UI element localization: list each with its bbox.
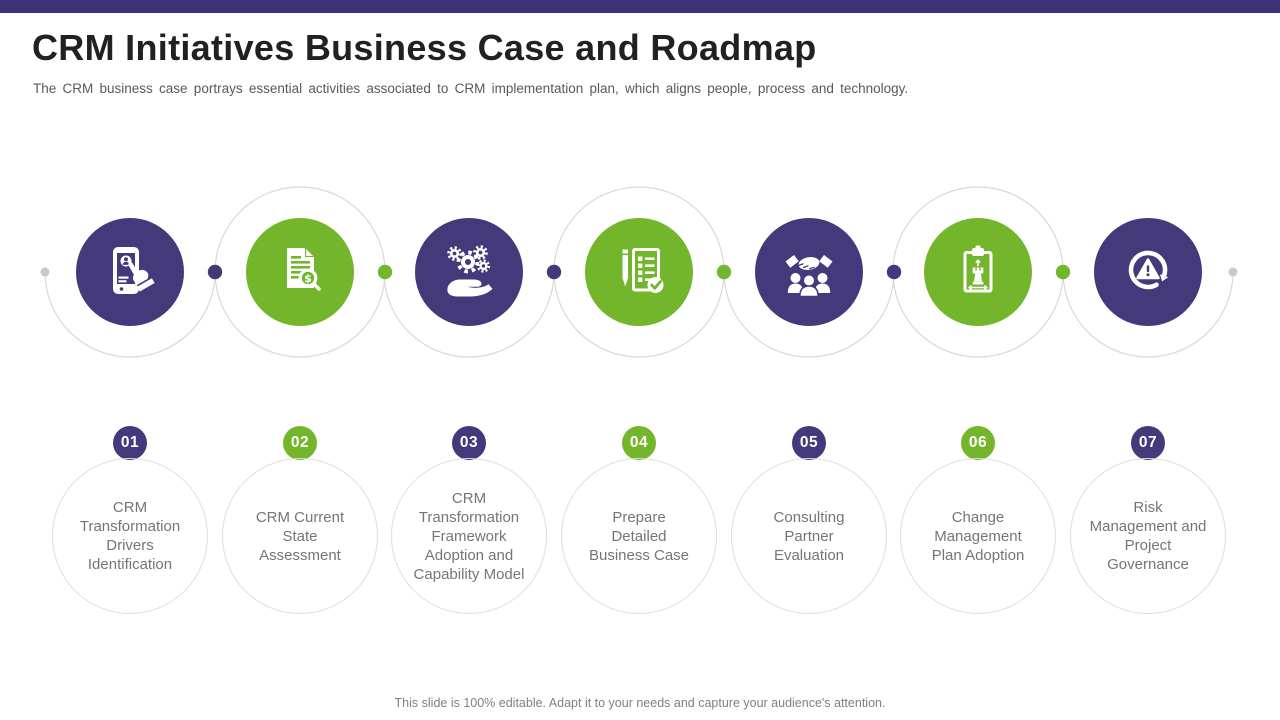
connector-dots — [40, 264, 1238, 280]
svg-text:$: $ — [304, 272, 312, 285]
step-label: Prepare Detailed Business Case — [588, 508, 690, 564]
step-number-badge-5: 05 — [792, 426, 826, 460]
handshake-team-icon — [785, 255, 833, 298]
mid-dot — [546, 264, 562, 280]
slide-footer-note: This slide is 100% editable. Adapt it to… — [394, 696, 886, 710]
step-number-badge-6: 06 — [961, 426, 995, 460]
step-icon-circles — [76, 218, 1202, 326]
risk-cycle-icon — [1128, 250, 1169, 290]
end-dot-left — [40, 267, 50, 277]
slide-subtitle: The CRM business case portrays essential… — [33, 81, 909, 96]
strategy-clipboard-icon — [963, 245, 993, 293]
step-label: Consulting Partner Evaluation — [773, 508, 845, 564]
step-label: Risk Management and Project Governance — [1089, 499, 1207, 573]
step-label: Change Management Plan Adoption — [931, 508, 1025, 564]
gears-hand-icon — [447, 245, 493, 297]
step-label-circle-7: Risk Management and Project Governance — [1070, 458, 1226, 614]
step-label-circle-6: Change Management Plan Adoption — [900, 458, 1056, 614]
slide-title: CRM Initiatives Business Case and Roadma… — [32, 27, 817, 68]
mid-dot — [1055, 264, 1071, 280]
phone-user-tap-icon — [113, 247, 155, 294]
mid-dot — [886, 264, 902, 280]
step-label-circle-5: Consulting Partner Evaluation — [731, 458, 887, 614]
step-number-badge-1: 01 — [113, 426, 147, 460]
step-label-circle-4: Prepare Detailed Business Case — [561, 458, 717, 614]
step-label-circle-3: CRM Transformation Framework Adoption an… — [391, 458, 547, 614]
mid-dot — [716, 264, 732, 280]
step-label: CRM Transformation Framework Adoption an… — [413, 489, 525, 583]
step-number-badge-3: 03 — [452, 426, 486, 460]
step-number-badge-2: 02 — [283, 426, 317, 460]
step-label-circle-1: CRM Transformation Drivers Identificatio… — [52, 458, 208, 614]
step-number-badge-4: 04 — [622, 426, 656, 460]
step-label: CRM Current State Assessment — [255, 508, 345, 564]
step-number-badge-7: 07 — [1131, 426, 1165, 460]
document-audit-icon: $ — [287, 248, 321, 291]
top-accent-bar — [0, 0, 1280, 13]
mid-dot — [207, 264, 223, 280]
step-label: CRM Transformation Drivers Identificatio… — [79, 499, 181, 573]
end-dot-right — [1228, 267, 1238, 277]
mid-dot — [377, 264, 393, 280]
checklist-pen-icon — [622, 248, 664, 293]
step-label-circle-2: CRM Current State Assessment — [222, 458, 378, 614]
connector-rings — [44, 186, 1234, 358]
